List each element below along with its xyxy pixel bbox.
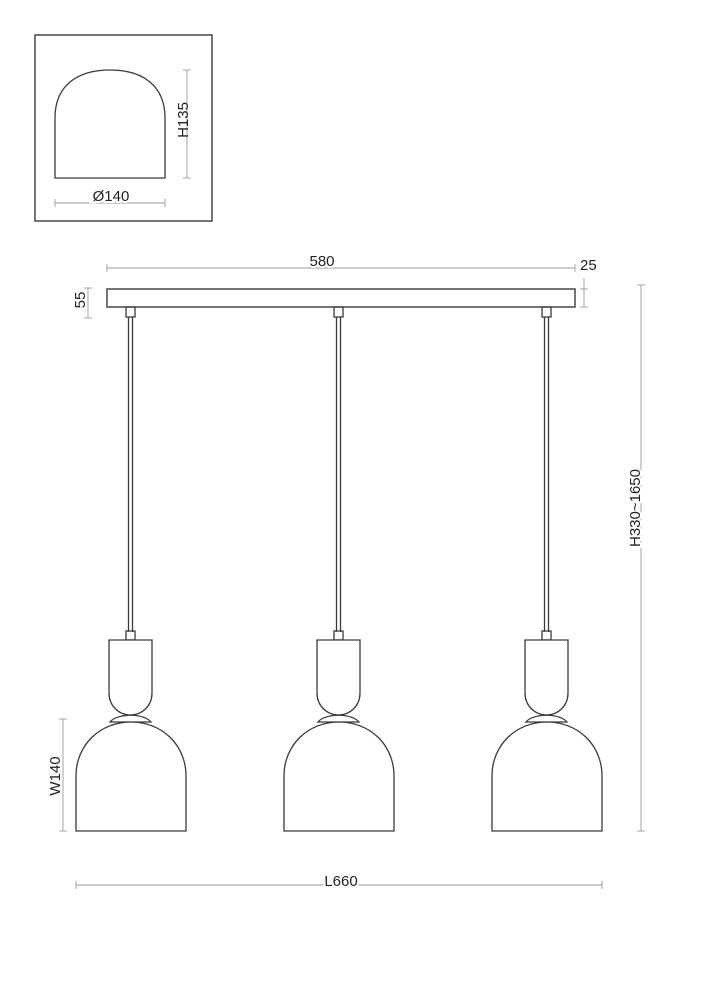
pendant-3 (491, 306, 603, 832)
detail-shade-outline (54, 69, 166, 179)
canopy-thickness-label: 25 (580, 257, 597, 274)
canopy-bar (106, 288, 576, 308)
pendant-1-shade (75, 721, 187, 832)
shade-width-dimension: W140 (45, 718, 67, 832)
pendant-2-shade (283, 721, 395, 832)
detail-diameter-label: Ø140 (93, 188, 130, 205)
pendant-1 (75, 306, 187, 832)
shade-width-label: W140 (47, 756, 64, 795)
pendant-3-shade (491, 721, 603, 832)
canopy-length-dimension: 580 (106, 251, 576, 272)
total-height-label: H330~1650 (627, 469, 644, 547)
total-length-dimension: L660 (75, 871, 603, 892)
detail-height-label: H135 (175, 102, 192, 138)
canopy-length-label: 580 (309, 253, 334, 270)
detail-frame (34, 34, 213, 222)
canopy-height-dimension: 55 (72, 287, 92, 319)
total-length-label: L660 (324, 873, 357, 890)
canopy-height-label: 55 (72, 292, 89, 309)
ceiling-canopy (106, 288, 576, 308)
canopy-thickness-dimension: 25 (580, 257, 597, 308)
total-height-dimension: H330~1650 (625, 284, 646, 832)
shade-detail-view: H135 Ø140 (34, 34, 213, 222)
pendant-2 (283, 306, 395, 832)
